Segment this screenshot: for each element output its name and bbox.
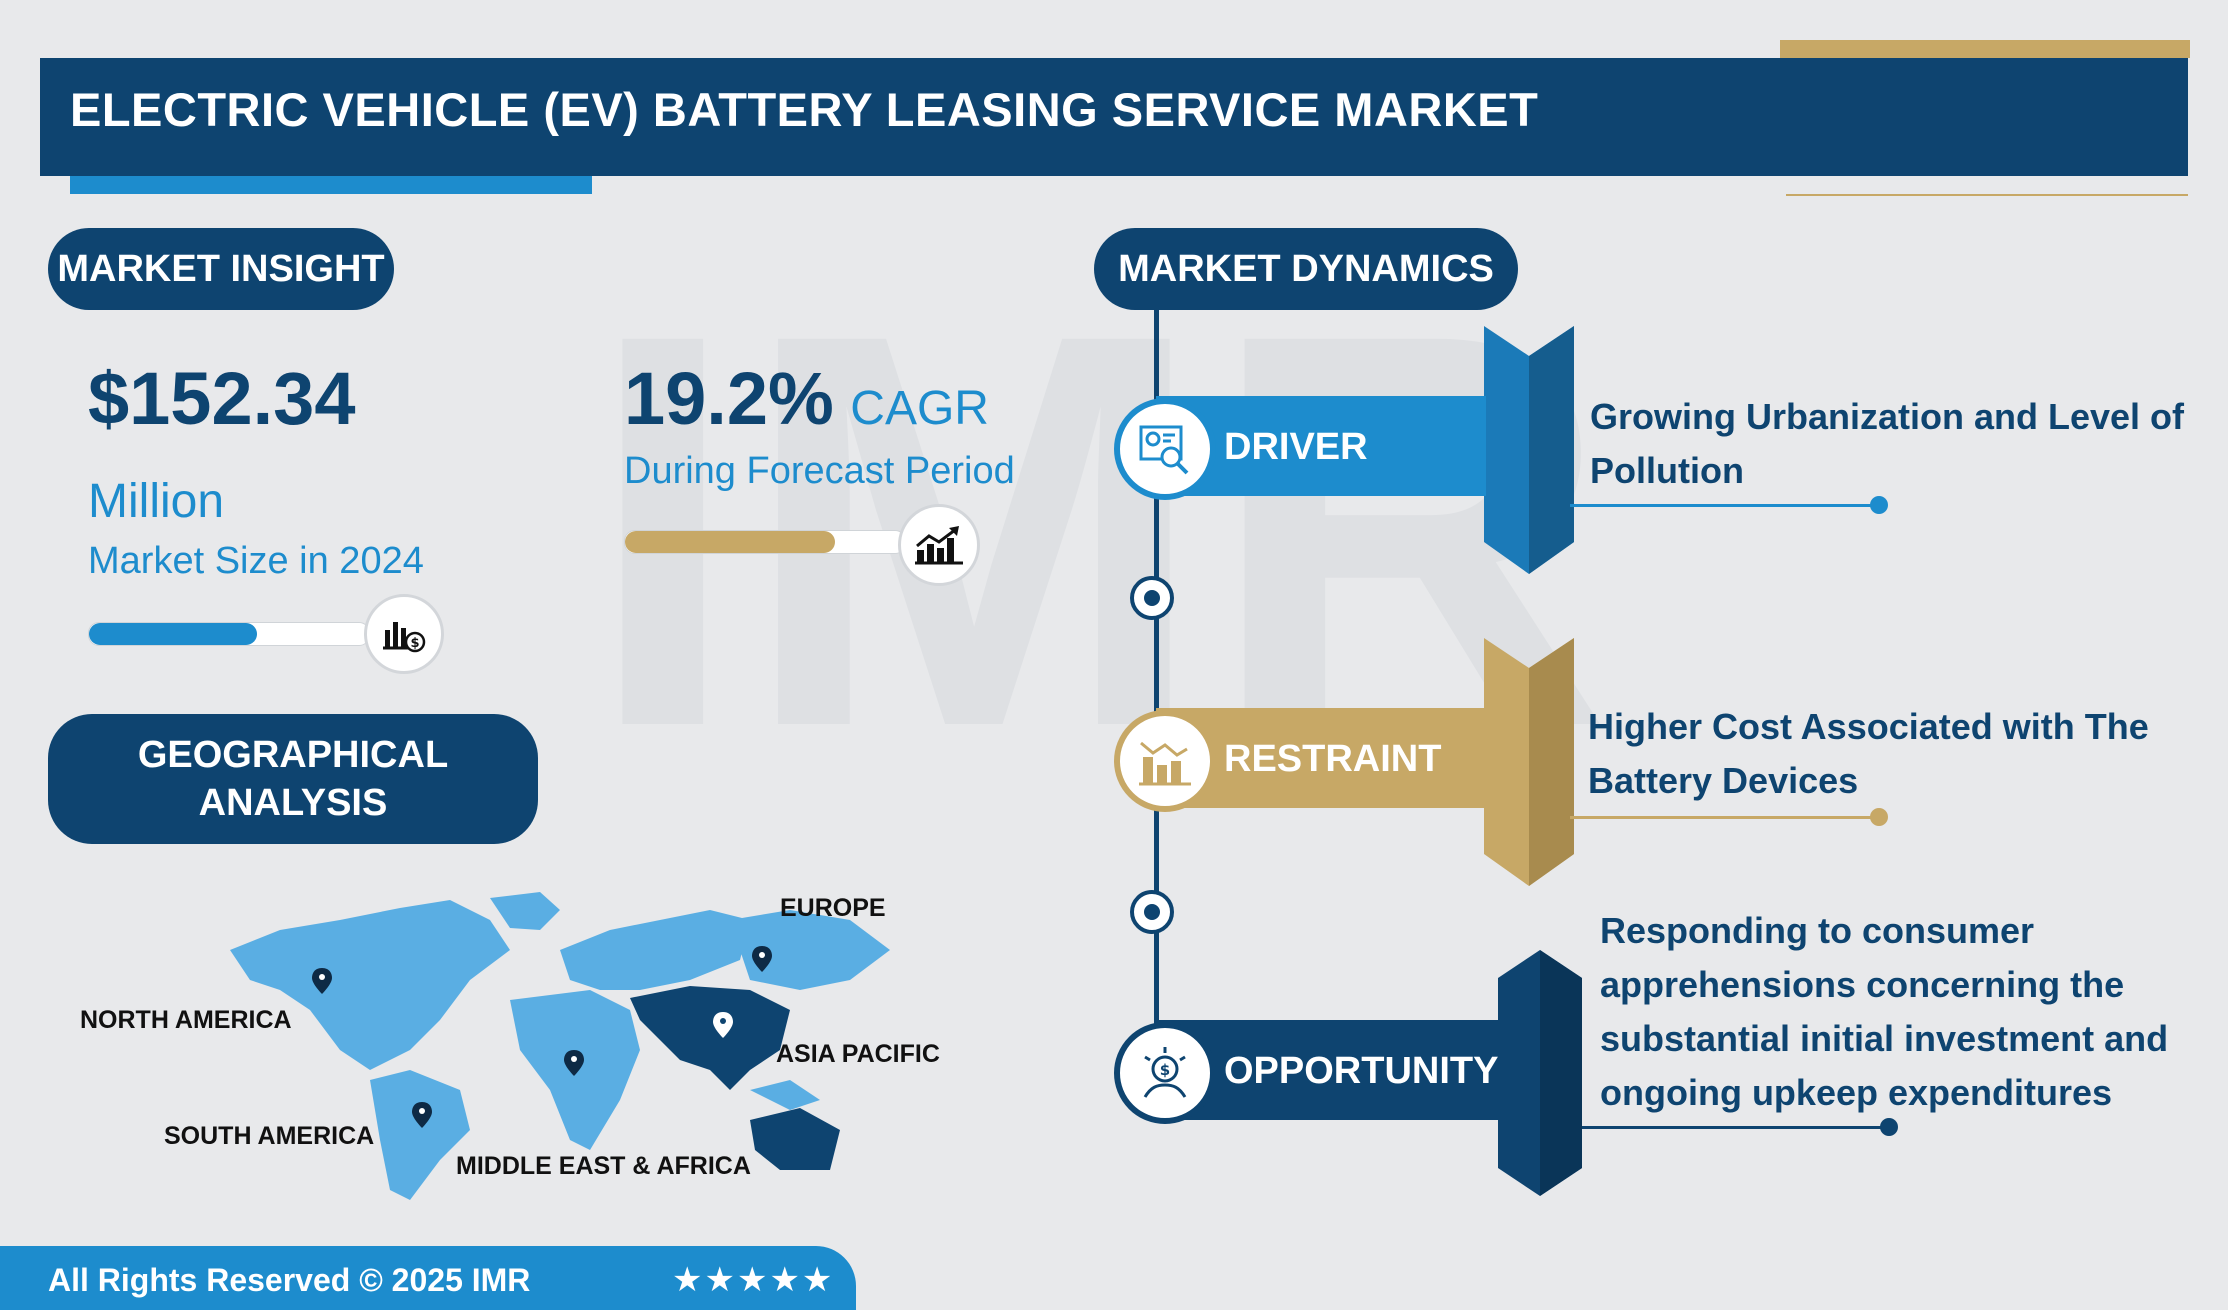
opportunity-underline-dot xyxy=(1880,1118,1898,1136)
footer-rating-stars: ★★★★★ xyxy=(672,1260,835,1300)
driver-underline-dot xyxy=(1870,496,1888,514)
footer-bar xyxy=(0,1246,856,1310)
title-accent-gold xyxy=(1780,40,2190,58)
map-australia xyxy=(750,1108,840,1170)
location-pin-icon xyxy=(713,1012,733,1038)
market-size-badge: $ xyxy=(364,594,444,674)
location-pin-icon xyxy=(564,1050,584,1076)
cagr-value: 19.2% xyxy=(624,357,834,440)
growth-chart-icon xyxy=(915,526,963,565)
opportunity-description: Responding to consumer apprehensions con… xyxy=(1600,910,2169,1113)
map-greenland xyxy=(490,892,560,930)
cagr-bar xyxy=(624,530,906,554)
market-size-bar-fill xyxy=(89,623,257,645)
svg-text:$: $ xyxy=(1160,1061,1170,1079)
region-europe: EUROPE xyxy=(780,894,886,922)
restraint-description: Higher Cost Associated with The Battery … xyxy=(1588,706,2149,801)
map-south-america xyxy=(370,1070,470,1200)
opportunity-label: OPPORTUNITY xyxy=(1224,1050,1499,1092)
cagr-badge xyxy=(898,504,980,586)
restraint-ribbon xyxy=(1484,638,1574,886)
timeline-dot xyxy=(1130,890,1174,934)
opportunity-ribbon xyxy=(1498,950,1582,1196)
falling-buildings-icon xyxy=(1139,741,1191,786)
map-southeast-asia xyxy=(750,1080,820,1110)
restraint-badge xyxy=(1114,710,1216,812)
driver-ribbon xyxy=(1484,326,1574,574)
region-north-america: NORTH AMERICA xyxy=(80,1006,292,1034)
map-northern-asia xyxy=(730,910,890,990)
location-pin-icon xyxy=(752,946,772,972)
restraint-underline-dot xyxy=(1870,808,1888,826)
bar-chart-dollar-icon: $ xyxy=(383,622,426,653)
cagr-bar-fill xyxy=(625,531,835,553)
chart-magnifier-icon xyxy=(1139,425,1189,475)
restraint-underline xyxy=(1570,816,1876,819)
driver-label: DRIVER xyxy=(1224,426,1368,468)
market-dynamics-heading: MARKET DYNAMICS xyxy=(1094,228,1518,310)
market-size-unit: Million xyxy=(88,475,225,528)
page-title: ELECTRIC VEHICLE (EV) BATTERY LEASING SE… xyxy=(70,83,1539,136)
geographical-analysis-heading: GEOGRAPHICAL ANALYSIS xyxy=(48,714,538,844)
driver-underline xyxy=(1570,504,1876,507)
title-accent-line xyxy=(1786,194,2188,196)
region-south-america: SOUTH AMERICA xyxy=(164,1122,375,1150)
restraint-label: RESTRAINT xyxy=(1224,738,1442,780)
idea-dollar-icon: $ xyxy=(1143,1047,1187,1098)
map-europe xyxy=(560,910,750,990)
timeline-dot xyxy=(1130,576,1174,620)
opportunity-underline xyxy=(1582,1126,1888,1129)
driver-badge xyxy=(1114,398,1216,500)
driver-description: Growing Urbanization and Level of Pollut… xyxy=(1590,396,2185,491)
location-pin-icon xyxy=(412,1102,432,1128)
market-size-value: $152.34 xyxy=(88,357,356,440)
title-accent-blue xyxy=(70,176,592,194)
market-insight-heading: MARKET INSIGHT xyxy=(48,228,394,310)
footer-copyright: All Rights Reserved © 2025 IMR xyxy=(48,1262,531,1298)
svg-text:$: $ xyxy=(410,636,419,651)
location-pin-icon xyxy=(312,968,332,994)
region-asia-pacific: ASIA PACIFIC xyxy=(776,1040,940,1068)
cagr-subtitle: During Forecast Period xyxy=(624,450,1015,492)
market-size-label: Market Size in 2024 xyxy=(88,540,424,582)
cagr-label: CAGR xyxy=(850,382,989,435)
map-north-america xyxy=(230,900,510,1070)
map-asia-pacific xyxy=(630,986,790,1090)
title-bar xyxy=(40,58,2188,176)
market-size-bar xyxy=(88,622,370,646)
world-map xyxy=(230,892,890,1200)
cagr-block: 19.2% CAGR xyxy=(624,356,989,441)
opportunity-badge: $ xyxy=(1114,1022,1216,1124)
region-middle-east-africa: MIDDLE EAST & AFRICA xyxy=(456,1152,751,1180)
